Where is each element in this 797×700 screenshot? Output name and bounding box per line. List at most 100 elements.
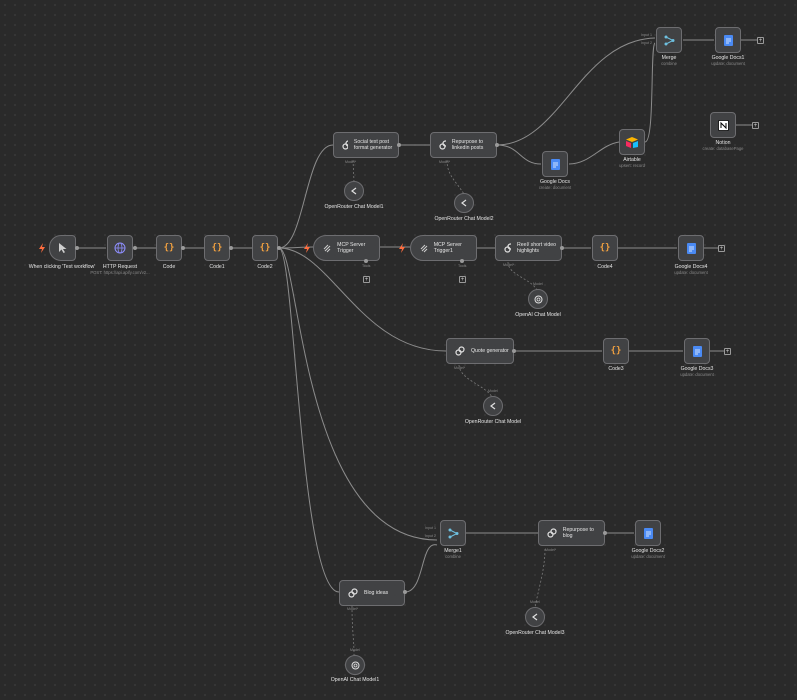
port-label: Model* <box>545 548 557 552</box>
output-port[interactable] <box>133 246 137 250</box>
openrouter-model2-node[interactable] <box>454 193 474 213</box>
output-port[interactable] <box>603 531 607 535</box>
braces-icon: {} <box>599 243 611 253</box>
openrouter-model-node[interactable] <box>483 396 503 416</box>
tool-port[interactable] <box>460 259 464 263</box>
code1-node[interactable]: {} <box>204 235 230 261</box>
google-docs3-node[interactable] <box>684 338 710 364</box>
openrouter-icon <box>532 613 538 621</box>
repurpose-blog-node[interactable]: Repurpose to blog <box>538 520 605 546</box>
output-port[interactable] <box>403 590 407 594</box>
openrouter-model3-node[interactable] <box>525 607 545 627</box>
node-label: OpenRouter Chat Model1 <box>324 204 384 210</box>
port-label: Model <box>533 282 543 286</box>
openai-model1-node[interactable] <box>345 655 365 675</box>
google-docs1-node[interactable] <box>715 27 741 53</box>
output-port[interactable] <box>229 246 233 250</box>
mcp-trigger-node[interactable]: MCP Server Trigger <box>313 235 380 261</box>
reel-highlights-node[interactable]: Reel/ short video highlights <box>495 235 562 261</box>
code3-node[interactable]: {} <box>603 338 629 364</box>
add-node-button[interactable]: + <box>718 245 725 252</box>
output-port[interactable] <box>181 246 185 250</box>
node-label: OpenAI Chat Model <box>515 312 561 318</box>
edge <box>278 247 447 352</box>
port-label: Tools <box>362 264 371 268</box>
braces-icon: {} <box>610 346 622 356</box>
port-label: Input 2 <box>641 41 652 45</box>
docs-icon <box>692 345 702 357</box>
node-label: OpenRouter Chat Model2 <box>434 216 494 222</box>
google-docs2-node[interactable] <box>635 520 661 546</box>
node-label: Google Docs4 <box>674 264 708 270</box>
repurpose-linkedin-node[interactable]: Repurpose to linkedin posts <box>430 132 497 158</box>
manual-trigger-node[interactable] <box>49 235 76 261</box>
node-label: Repurpose to linkedin posts <box>451 139 484 151</box>
model-edge <box>351 605 355 656</box>
link-icon <box>342 140 348 150</box>
tool-port[interactable] <box>364 259 368 263</box>
notion-node[interactable] <box>710 112 736 138</box>
add-node-button[interactable]: + <box>724 348 731 355</box>
edge <box>644 42 656 143</box>
node-label: MCP Server Trigger1 <box>433 242 462 254</box>
node-sublabel: create: databasePage <box>702 146 744 151</box>
add-node-button[interactable]: + <box>757 37 764 44</box>
code-node[interactable]: {} <box>156 235 182 261</box>
node-label: Merge1 <box>444 548 462 554</box>
port-label: Model* <box>503 263 515 267</box>
openai-model-node[interactable] <box>528 289 548 309</box>
add-tool-button[interactable]: + <box>363 276 370 283</box>
port-label: Model <box>530 600 540 604</box>
mcp-trigger1-node[interactable]: MCP Server Trigger1 <box>410 235 477 261</box>
node-sublabel: update: document <box>674 270 708 275</box>
port-label: Model* <box>454 366 466 370</box>
node-sublabel: POST: https://api.apify.com/v2... <box>90 270 150 275</box>
node-label: Quote generator <box>471 348 509 354</box>
blog-ideas-node[interactable]: Blog ideas <box>339 580 405 606</box>
link-icon <box>547 528 557 538</box>
node-sublabel: upsert: record <box>619 163 645 168</box>
node-label: Google Docs <box>540 179 570 185</box>
http-request-node[interactable] <box>107 235 133 261</box>
node-label: Repurpose to blog <box>562 527 594 539</box>
node-sublabel: combine <box>445 554 461 559</box>
google-docs4-node[interactable] <box>678 235 704 261</box>
port-label: Model <box>488 389 498 393</box>
node-label: MCP Server Trigger <box>337 242 366 254</box>
code2-node[interactable]: {} <box>252 235 278 261</box>
output-port[interactable] <box>495 143 499 147</box>
output-port[interactable] <box>560 246 564 250</box>
quote-generator-node[interactable]: Quote generator <box>446 338 514 364</box>
airtable-node[interactable] <box>619 129 645 155</box>
docs-icon <box>723 34 733 46</box>
port-label: Model* <box>347 607 359 611</box>
openrouter-icon <box>351 187 357 195</box>
port-label: Tools <box>458 264 467 268</box>
openrouter-model1-node[interactable] <box>344 181 364 201</box>
node-label: Blog ideas <box>364 590 389 596</box>
node-label: When clicking 'Test workflow' <box>28 264 96 270</box>
node-label: Code4 <box>597 264 613 270</box>
node-label: Reel/ short video highlights <box>517 242 556 254</box>
output-port[interactable] <box>277 246 281 250</box>
merge-node[interactable] <box>656 27 682 53</box>
code4-node[interactable]: {} <box>592 235 618 261</box>
edge <box>278 144 334 249</box>
output-port[interactable] <box>75 246 79 250</box>
output-port[interactable] <box>512 349 516 353</box>
merge1-node[interactable] <box>440 520 466 546</box>
port-label: Input 1 <box>425 526 436 530</box>
add-tool-button[interactable]: + <box>459 276 466 283</box>
airtable-icon <box>626 136 638 148</box>
node-label: Airtable <box>623 157 641 163</box>
google-docs-node[interactable] <box>542 151 568 177</box>
link-icon <box>348 588 358 598</box>
node-sublabel: create: document <box>538 185 572 190</box>
port-label: Input 1 <box>641 33 652 37</box>
node-sublabel: update: document <box>711 61 745 66</box>
social-post-generator-node[interactable]: Social text post format generator <box>333 132 399 158</box>
output-port[interactable] <box>397 143 401 147</box>
add-node-button[interactable]: + <box>752 122 759 129</box>
edge <box>496 144 542 165</box>
